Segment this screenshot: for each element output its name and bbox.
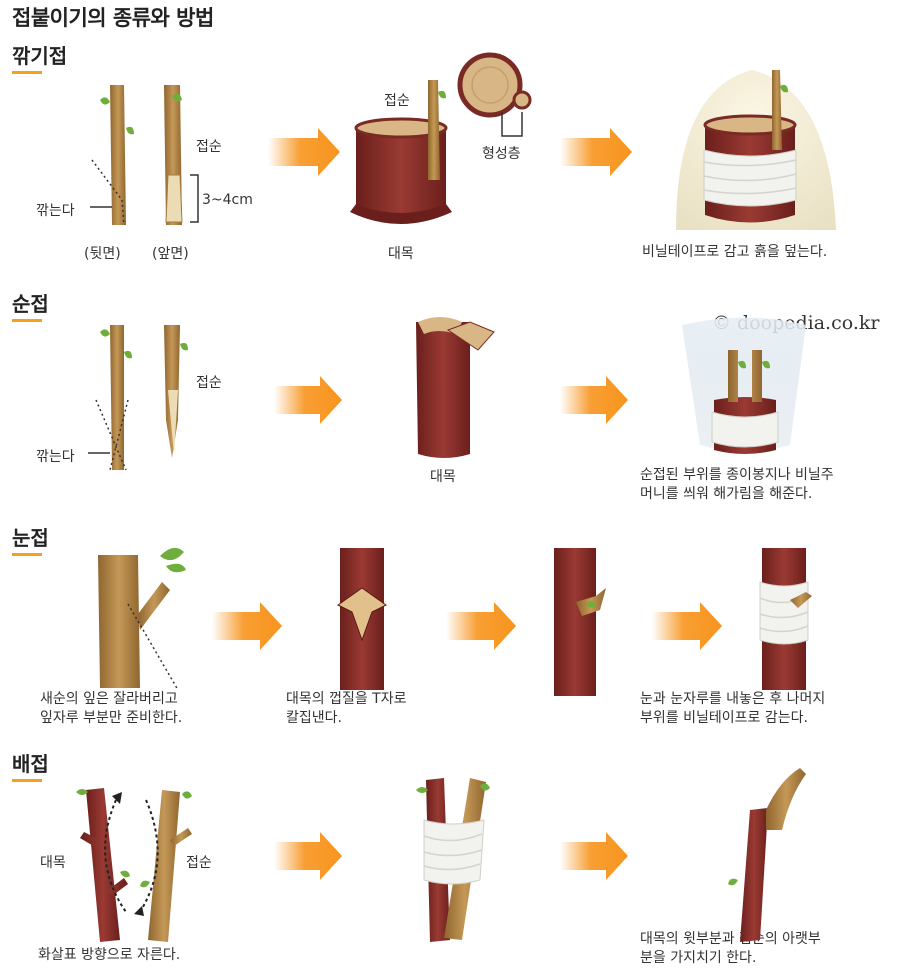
cut-graft-scion-front <box>164 85 199 225</box>
leaf-icon <box>160 547 186 573</box>
bud-graft-branch <box>98 547 186 691</box>
shoot-graft-scion-back <box>88 325 132 471</box>
approach-graft-joined <box>416 778 490 942</box>
arrow-icon <box>274 376 342 424</box>
caption-shoot-graft: 순접된 부위를 종이봉지나 비닐주 머니를 씌워 해가림을 해준다. <box>640 467 834 502</box>
leaf-icon <box>180 342 188 351</box>
leaf-icon <box>172 93 182 102</box>
approach-graft-scion <box>140 790 192 942</box>
shoot-graft-stock <box>416 317 495 458</box>
label-length: 3~4cm <box>202 192 253 208</box>
label-stock: 대목 <box>388 246 414 262</box>
section-title-approach-graft: 배접 <box>12 748 49 782</box>
label-scion: 접순 <box>196 375 222 391</box>
approach-graft-stock <box>76 788 130 942</box>
caption-bud-step3: 눈과 눈자루를 내놓은 후 나머지 부위를 비닐테이프로 감는다. <box>640 691 826 726</box>
leaf-icon <box>728 878 738 886</box>
caption-cut-graft: 비닐테이프로 감고 흙을 덮는다. <box>642 244 828 260</box>
page-title: 접붙이기의 종류와 방법 <box>12 6 214 30</box>
label-scion-2: 접순 <box>384 93 410 109</box>
section-title-bud-graft: 눈접 <box>12 522 49 556</box>
cut-graft-result <box>676 70 836 230</box>
caption-bud-step2: 대목의 껍질을 T자로 칼집낸다. <box>286 691 407 726</box>
leaf-icon <box>100 329 110 337</box>
label-stock: 대목 <box>430 469 456 485</box>
cut-graft-scion-back <box>90 85 134 226</box>
label-cambium: 형성층 <box>482 146 521 162</box>
arrow-icon <box>274 832 342 880</box>
section-title-shoot-graft: 순접 <box>12 288 49 322</box>
bud-graft-result <box>759 548 812 690</box>
leaf-icon <box>416 783 490 793</box>
leaf-icon <box>586 601 596 608</box>
caption-approach-step1: 화살표 방향으로 자른다. <box>38 947 181 963</box>
leaf-icon <box>100 97 110 105</box>
label-back: (뒷면) <box>84 246 121 262</box>
leaf-icon <box>126 126 134 135</box>
label-cut: 깎는다 <box>36 449 75 465</box>
arrow-icon <box>652 602 722 650</box>
leaf-icon <box>780 84 788 93</box>
label-cut: 깎는다 <box>36 203 75 219</box>
arrow-icon <box>560 128 632 176</box>
label-scion: 접순 <box>196 139 222 155</box>
leaf-icon <box>438 90 446 99</box>
bud-graft-inserted <box>554 548 606 696</box>
shoot-graft-result <box>682 317 806 454</box>
cambium-detail <box>457 52 532 137</box>
arrow-icon <box>446 602 516 650</box>
bud-graft-stock-t-cut <box>337 548 387 690</box>
section-title-cut-graft: 깎기접 <box>12 40 67 74</box>
leaf-icon <box>738 360 770 369</box>
caption-bud-step1: 새순의 잎은 잘라버리고 잎자루 부분만 준비한다. <box>40 691 183 726</box>
label-stock: 대목 <box>40 855 66 871</box>
leaf-icon <box>124 350 132 359</box>
approach-graft-result <box>728 768 806 942</box>
arrow-icon <box>560 376 628 424</box>
shoot-graft-scion-front <box>164 325 188 458</box>
label-front: (앞면) <box>152 246 189 262</box>
arrow-icon <box>268 128 340 176</box>
cut-graft-stock <box>350 80 452 224</box>
arrow-icon <box>560 832 628 880</box>
label-scion: 접순 <box>186 855 212 871</box>
arrow-icon <box>212 602 282 650</box>
